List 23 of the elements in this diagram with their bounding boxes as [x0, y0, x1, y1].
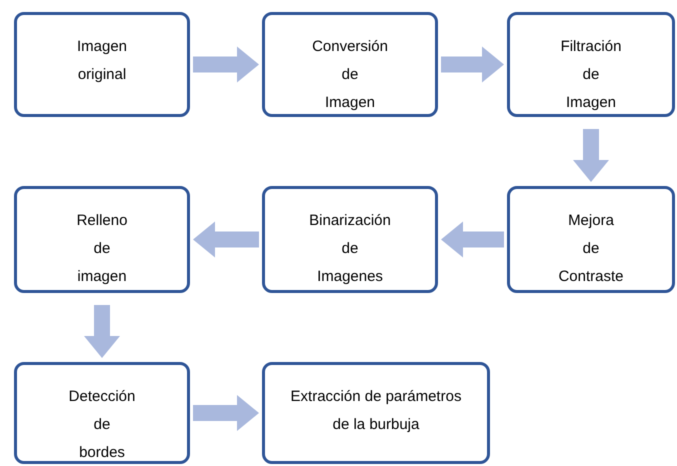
block-arrow: [193, 222, 259, 258]
box-label: Imagen original: [76, 37, 128, 85]
process-box: [507, 186, 675, 293]
process-box: [262, 186, 438, 293]
process-box: [262, 12, 438, 117]
process-box: [262, 362, 490, 464]
box-label: Filtración de Imagen: [560, 37, 622, 113]
box-label: Conversión de Imagen: [311, 37, 389, 113]
box-label: Extracción de parámetros de la burbuja: [290, 387, 462, 435]
block-arrow: [193, 395, 259, 431]
process-box: [14, 12, 190, 117]
box-label: Relleno de imagen: [76, 211, 128, 287]
box-label: Mejora de Contraste: [557, 211, 625, 287]
block-arrow: [193, 46, 259, 82]
box-label: Binarización de Imagenes: [308, 211, 392, 287]
box-label: Detección de bordes: [68, 387, 136, 463]
process-box: [14, 186, 190, 293]
block-arrow: [441, 46, 504, 82]
process-box: [14, 362, 190, 464]
block-arrow: [441, 222, 504, 258]
process-box: [507, 12, 675, 117]
block-arrow: [573, 129, 609, 182]
block-arrow: [84, 305, 120, 358]
